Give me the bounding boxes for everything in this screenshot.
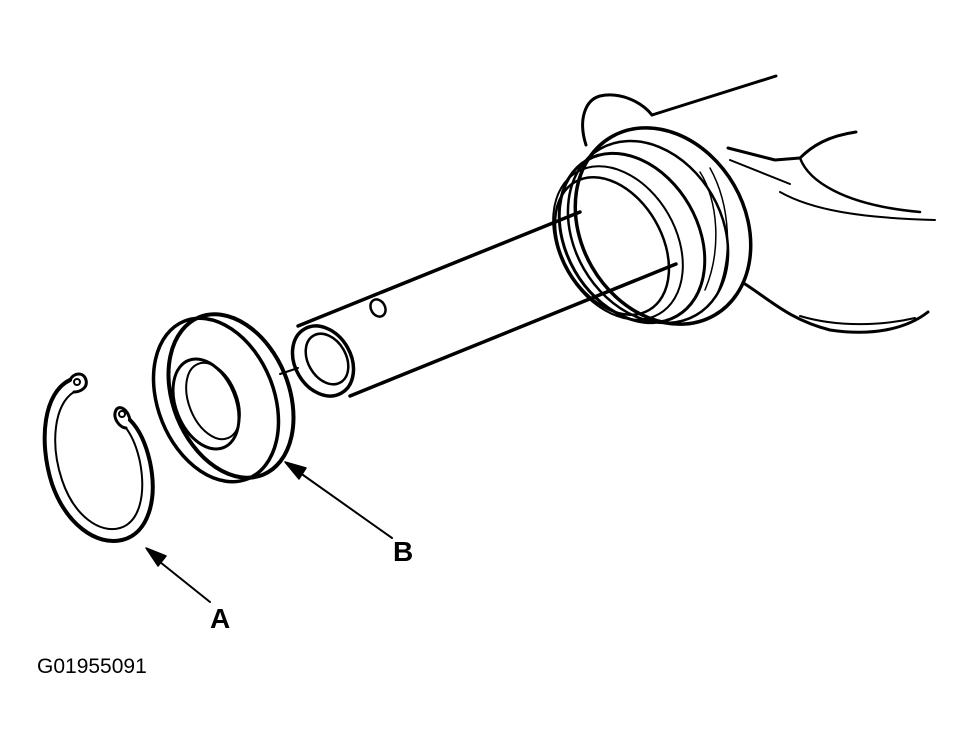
callout-b-label: B xyxy=(393,536,414,567)
callout-a-label: A xyxy=(210,603,231,634)
leader-arrow-a xyxy=(145,547,211,603)
snap-ring xyxy=(42,372,155,543)
housing-body xyxy=(581,74,936,334)
shaft xyxy=(279,210,678,398)
seal xyxy=(151,312,296,484)
leader-arrow-b xyxy=(284,461,393,539)
figure-id: G01955091 xyxy=(37,655,147,678)
outer-bearing-ring xyxy=(552,126,753,326)
